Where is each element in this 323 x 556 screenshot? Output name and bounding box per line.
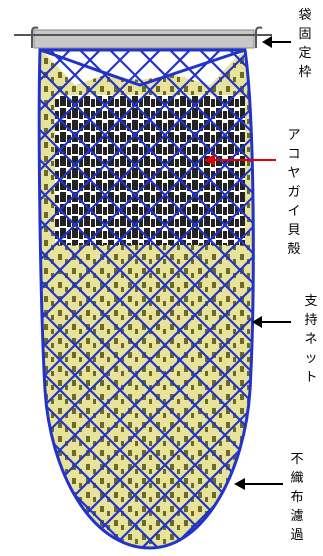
net-strand	[39, 50, 254, 548]
net-strand	[39, 50, 254, 548]
net-strand	[39, 50, 254, 548]
net-strand	[129, 50, 254, 548]
net-strand	[39, 50, 231, 548]
net-strand	[69, 50, 254, 548]
bag-top-notch	[39, 48, 246, 87]
net-strand	[39, 50, 201, 548]
net-strand	[129, 50, 254, 548]
net-strand	[99, 50, 254, 548]
hook-icon	[255, 26, 263, 48]
net-strand	[39, 50, 254, 548]
bag-fixing-frame	[33, 29, 255, 49]
net-strand	[39, 50, 171, 548]
net-strand	[39, 50, 254, 548]
net-strand	[39, 50, 254, 548]
arrow-left-icon	[234, 478, 283, 490]
label-filter: 不織布濾過	[290, 452, 304, 543]
arrow-left-icon	[252, 316, 291, 328]
label-frame: 袋固定枠	[298, 8, 312, 80]
net-strand	[39, 50, 254, 548]
net-strand	[69, 50, 254, 548]
label-net: 支持ネット	[304, 294, 318, 385]
net-strand	[39, 50, 254, 548]
net-strand	[39, 50, 254, 548]
net-strand	[99, 50, 254, 548]
net-strand	[0, 40, 20, 556]
net-strand	[39, 50, 254, 548]
hook-icon	[31, 26, 39, 48]
net-strand	[39, 50, 231, 548]
arrow-left-icon	[204, 154, 276, 166]
akoya-shell-pile	[55, 95, 245, 245]
net-strand	[0, 40, 20, 556]
net-strand	[39, 50, 141, 548]
net-strand	[39, 50, 254, 548]
net-strand	[39, 50, 201, 548]
arrow-left-icon	[262, 36, 291, 48]
net-strand	[39, 50, 254, 548]
net-strand	[39, 50, 254, 548]
bag-outline	[37, 48, 255, 550]
net-strand	[39, 50, 171, 548]
net-strand	[39, 50, 254, 548]
net-strand	[39, 50, 254, 548]
net-strand	[159, 50, 254, 548]
label-shells: アコヤガイ貝殻	[287, 128, 301, 257]
